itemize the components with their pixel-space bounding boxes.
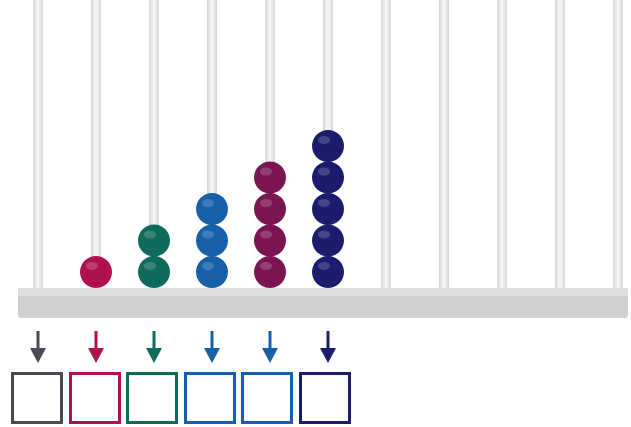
abacus-bead[interactable] [196,193,228,225]
abacus-rod [439,0,449,290]
abacus-bead[interactable] [196,224,228,257]
abacus-rod [381,0,391,290]
bead-highlight [144,230,156,239]
bead-highlight [260,167,272,176]
bead-highlight [260,262,272,270]
abacus-bead[interactable] [312,256,344,288]
answer-box[interactable] [241,372,293,424]
bead-highlight [86,262,98,270]
down-arrow-icon [146,348,162,363]
abacus-rod [265,0,275,290]
abacus-rod [91,0,101,290]
bead-highlight [318,262,330,270]
abacus-bead[interactable] [312,161,344,194]
abacus-rod [613,0,623,290]
bead-highlight [318,230,330,239]
down-arrow-icon [88,348,104,363]
abacus-bead[interactable] [138,224,170,257]
abacus-base-highlight [18,288,628,296]
abacus-rod [207,0,217,290]
abacus-rod [497,0,507,290]
abacus-bead[interactable] [254,161,286,194]
down-arrow-icon [204,348,220,363]
bead-highlight [318,136,330,144]
abacus-bead[interactable] [196,256,228,288]
abacus-rod [33,0,43,290]
bead-highlight [202,230,214,239]
answer-box[interactable] [11,372,63,424]
abacus-rod [555,0,565,290]
down-arrow-icon [320,348,336,363]
abacus-rod [149,0,159,290]
bead-highlight [318,199,330,207]
bead-highlight [144,262,156,270]
bead-highlight [202,199,214,207]
abacus-bead[interactable] [138,256,170,288]
abacus-bead[interactable] [254,256,286,288]
abacus-bead[interactable] [254,193,286,225]
abacus-bead[interactable] [254,224,286,257]
bead-highlight [318,167,330,176]
down-arrow-icon [262,348,278,363]
answer-box[interactable] [126,372,178,424]
abacus-bead[interactable] [80,256,112,288]
answer-box[interactable] [298,372,351,424]
answer-box[interactable] [68,372,121,424]
bead-highlight [260,230,272,239]
abacus-bead[interactable] [312,130,344,162]
down-arrow-icon [30,348,46,363]
abacus-bead[interactable] [312,224,344,257]
bead-highlight [260,199,272,207]
abacus-bead[interactable] [312,193,344,225]
answer-box[interactable] [183,372,236,424]
bead-highlight [202,262,214,270]
